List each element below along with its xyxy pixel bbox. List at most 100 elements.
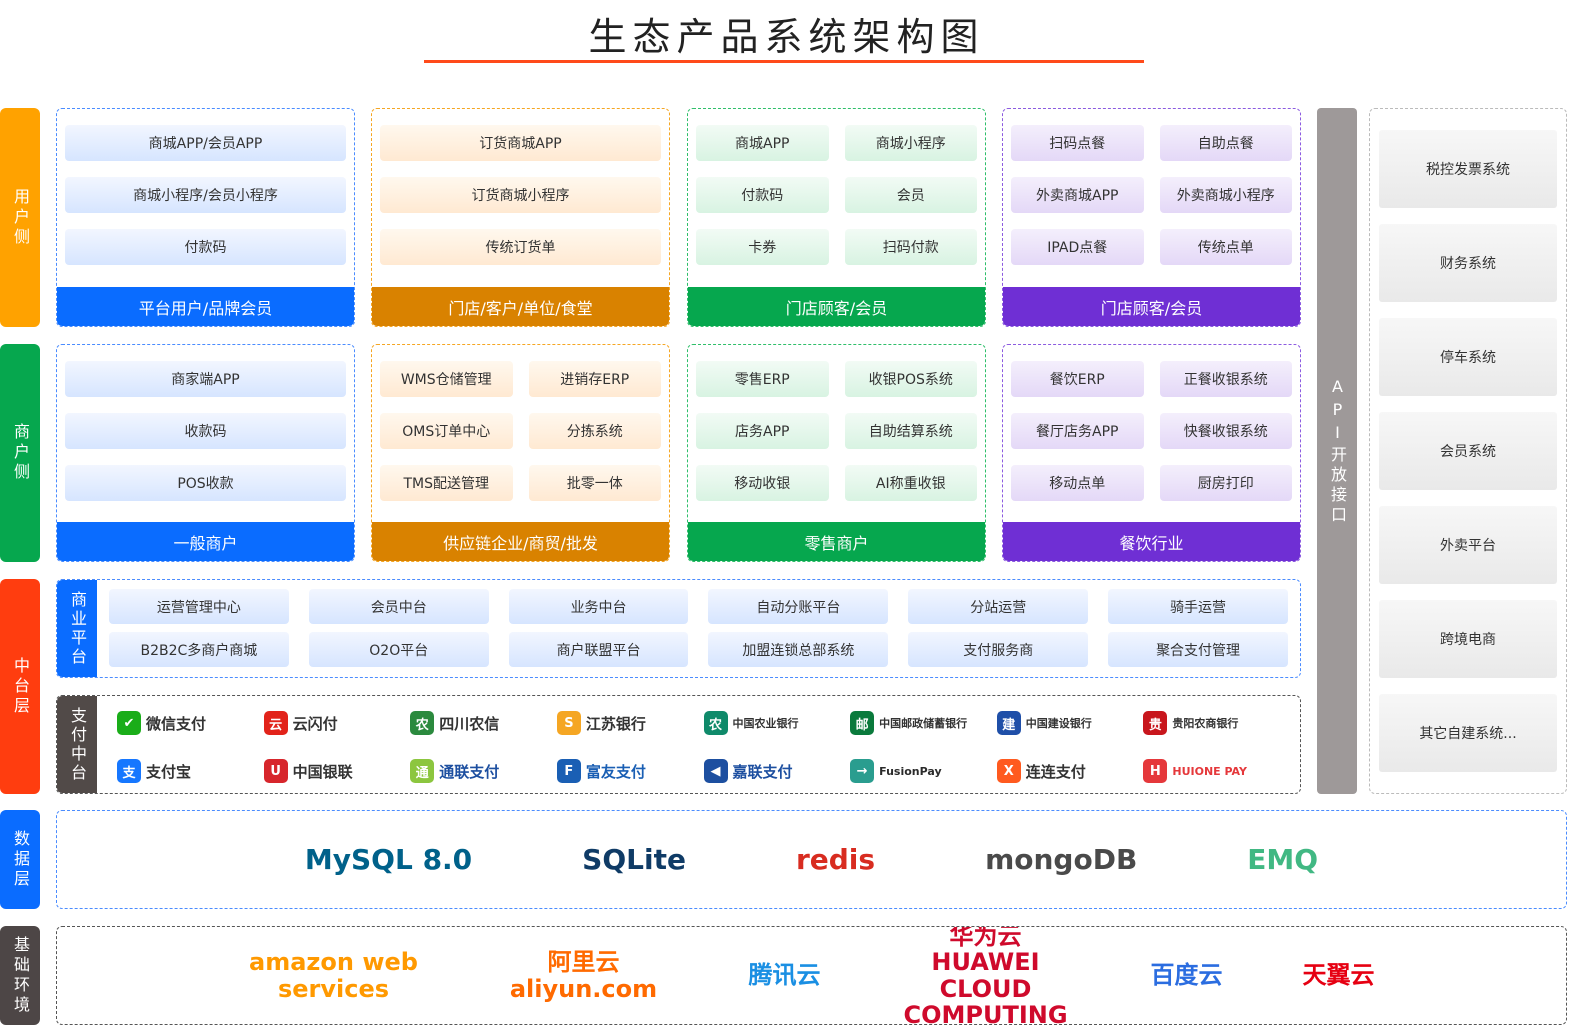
business-platform-item[interactable]: 聚合支付管理 <box>1108 632 1288 667</box>
product-item[interactable]: 进销存ERP <box>528 361 661 397</box>
product-item[interactable]: 餐厅店务APP <box>1011 413 1144 449</box>
product-item[interactable]: TMS配送管理 <box>380 465 513 501</box>
cloud-provider-logo: 百度云 <box>1150 961 1223 990</box>
product-item[interactable]: 收银POS系统 <box>844 361 977 397</box>
business-platform-item[interactable]: 商户联盟平台 <box>508 632 689 667</box>
database-logo: EMQ <box>1247 843 1319 876</box>
business-platform-item[interactable]: 运营管理中心 <box>109 589 289 624</box>
payment-logo-icon: ✔ <box>117 711 141 735</box>
user_row-card-items: 商城APP/会员APP 商城小程序/会员小程序付款码 <box>65 125 346 265</box>
business-platform-item[interactable]: 业务中台 <box>508 589 689 624</box>
middle-layer-label: 中台层 <box>0 579 40 794</box>
cloud-provider-logo: 阿里云 aliyun.com <box>509 948 658 1003</box>
external-system-item[interactable]: 财务系统 <box>1379 224 1557 302</box>
business-platform-item[interactable]: 支付服务商 <box>908 632 1089 667</box>
product-item[interactable]: 外卖商城小程序 <box>1159 177 1292 213</box>
product-item[interactable]: 移动点单 <box>1011 465 1144 501</box>
payment-logo-name: 中国邮政储蓄银行 <box>879 717 968 730</box>
merchant_row-card-footer: 餐饮行业 <box>1003 522 1300 561</box>
product-item[interactable]: 收款码 <box>65 413 346 449</box>
business-platform-item[interactable]: O2O平台 <box>308 632 489 667</box>
product-item[interactable]: 传统点单 <box>1159 229 1292 265</box>
product-item[interactable]: 正餐收银系统 <box>1159 361 1292 397</box>
business-platform-item[interactable]: 加盟连锁总部系统 <box>708 632 889 667</box>
product-item[interactable]: IPAD点餐 <box>1011 229 1144 265</box>
product-item[interactable]: 厨房打印 <box>1159 465 1292 501</box>
payment-logo: 邮中国邮政储蓄银行 <box>850 704 997 742</box>
data-layer-label: 数据层 <box>0 810 40 909</box>
product-item[interactable]: 自助点餐 <box>1159 125 1292 161</box>
merchant_row-card: 商家端APP 收款码 POS收款一般商户 <box>56 344 355 562</box>
payment-logo-icon: ◀ <box>703 759 728 783</box>
payment-logo-icon: 云 <box>263 711 288 735</box>
product-item[interactable]: OMS订单中心 <box>380 413 513 449</box>
payment-logo-name: 中国银联 <box>292 762 353 781</box>
external-system-item[interactable]: 跨境电商 <box>1379 600 1557 678</box>
merchant_row-card-footer: 零售商户 <box>688 522 985 561</box>
product-item[interactable]: POS收款 <box>65 465 346 501</box>
database-logo: redis <box>795 843 876 876</box>
external-system-item[interactable]: 外卖平台 <box>1379 506 1557 584</box>
external-system-item[interactable]: 会员系统 <box>1379 412 1557 490</box>
product-item[interactable]: 商城APP/会员APP <box>65 125 346 161</box>
product-item[interactable]: 订货商城APP <box>380 125 661 161</box>
payment-logo-name: 支付宝 <box>146 762 192 781</box>
payment-logo-name: 江苏银行 <box>585 714 646 733</box>
product-item[interactable]: 餐饮ERP <box>1011 361 1144 397</box>
product-item[interactable]: 传统订货单 <box>380 229 661 265</box>
payment-logo-name: HUIONE PAY <box>1172 764 1247 778</box>
database-logo: SQLite <box>582 843 686 876</box>
product-item[interactable]: 商家端APP <box>65 361 346 397</box>
payment-logo-icon: 建 <box>996 711 1021 735</box>
user-side-label: 用户侧 <box>0 108 40 327</box>
merchant_row-card-footer: 一般商户 <box>57 522 354 561</box>
business-platform-item[interactable]: 会员中台 <box>308 589 489 624</box>
product-item[interactable]: 移动收银 <box>696 465 829 501</box>
payment-logo: →FusionPay <box>850 752 997 790</box>
business-platform-item[interactable]: 分站运营 <box>908 589 1089 624</box>
product-item[interactable]: 付款码 <box>696 177 829 213</box>
payment-logo-name: 中国建设银行 <box>1025 717 1092 730</box>
product-item[interactable]: 扫码点餐 <box>1011 125 1144 161</box>
external-system-item[interactable]: 停车系统 <box>1379 318 1557 396</box>
product-item[interactable]: 订货商城小程序 <box>380 177 661 213</box>
product-item[interactable]: 商城小程序/会员小程序 <box>65 177 346 213</box>
product-item[interactable]: 会员 <box>844 177 977 213</box>
product-item[interactable]: 零售ERP <box>696 361 829 397</box>
product-item[interactable]: 商城小程序 <box>844 125 977 161</box>
product-item[interactable]: 商城APP <box>696 125 829 161</box>
payment-logo: 农四川农信 <box>410 704 557 742</box>
product-item[interactable]: 批零一体 <box>528 465 661 501</box>
external-system-item[interactable]: 税控发票系统 <box>1379 130 1557 208</box>
user_row-card-footer: 门店/客户/单位/食堂 <box>372 287 669 326</box>
payment-logo: 贵贵阳农商银行 <box>1143 704 1290 742</box>
product-item[interactable]: 快餐收银系统 <box>1159 413 1292 449</box>
product-item[interactable]: 店务APP <box>696 413 829 449</box>
product-item[interactable]: 付款码 <box>65 229 346 265</box>
product-item[interactable]: 卡券 <box>696 229 829 265</box>
product-item[interactable]: 分拣系统 <box>528 413 661 449</box>
business-platform-item[interactable]: 骑手运营 <box>1108 589 1288 624</box>
payment-platform-label: 支付中台 <box>57 696 97 793</box>
cloud-provider-logo: 天翼云 <box>1302 961 1375 990</box>
payment-logo-name: 云闪付 <box>292 714 338 733</box>
payment-logo-icon: 通 <box>410 759 435 783</box>
payment-logo: 云云闪付 <box>263 704 411 742</box>
external-system-item[interactable]: 其它自建系统... <box>1379 694 1557 772</box>
product-item[interactable]: 外卖商城APP <box>1011 177 1144 213</box>
product-item[interactable]: WMS仓储管理 <box>380 361 513 397</box>
infra-layer-label: 基础环境 <box>0 926 40 1025</box>
business-platform-item[interactable]: B2B2C多商户商城 <box>109 632 289 667</box>
payment-logo-name: 四川农信 <box>439 714 500 733</box>
business-platform-item[interactable]: 自动分账平台 <box>708 589 889 624</box>
product-item[interactable]: AI称重收银 <box>844 465 977 501</box>
product-item[interactable]: 扫码付款 <box>844 229 977 265</box>
product-item[interactable]: 自助结算系统 <box>844 413 977 449</box>
